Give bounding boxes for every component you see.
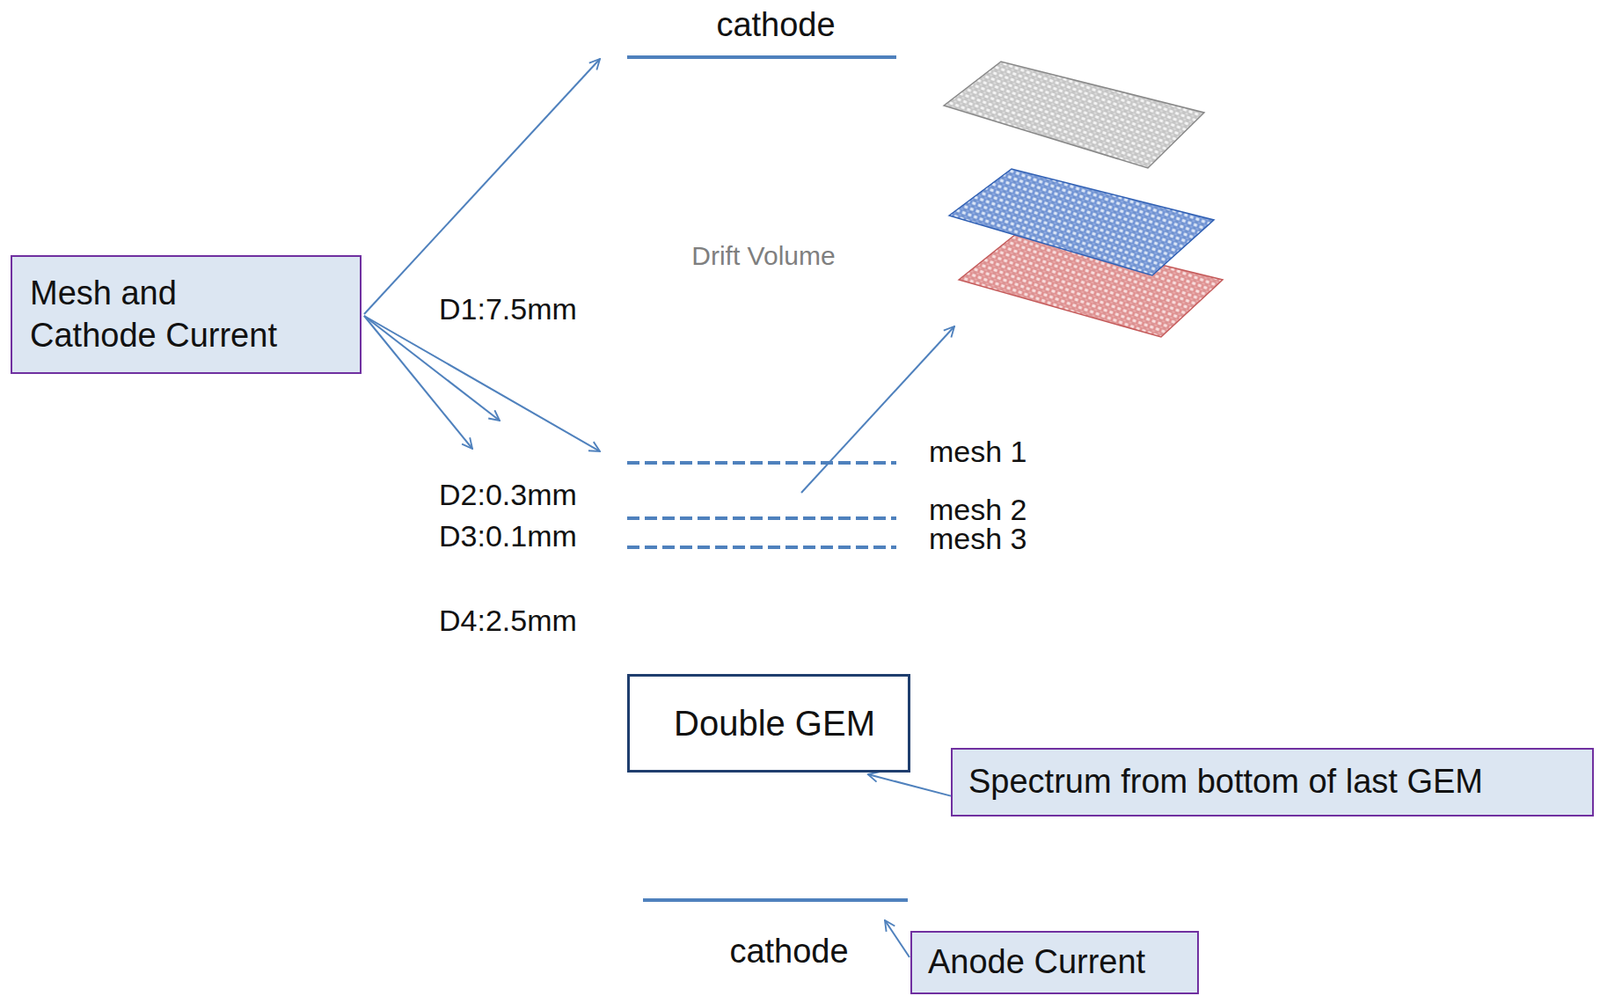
mesh-line (627, 460, 897, 465)
mesh-line (627, 545, 897, 549)
leader-arrow (884, 920, 910, 958)
cathode-plate (642, 898, 908, 902)
region-name: Drift Volume (691, 241, 835, 271)
part-name: cathode (729, 933, 848, 971)
box-text: Anode Current (927, 941, 1146, 984)
pointer-arrow (868, 774, 951, 797)
leader-arrow (364, 58, 600, 315)
detector-box: Double GEM (627, 673, 911, 773)
box-text: Double GEM (673, 701, 876, 746)
dimension: D1:7.5mm (438, 292, 578, 326)
box-text: Mesh and Cathode Current (29, 272, 299, 357)
leader-arrow (364, 315, 473, 449)
callout-box: Mesh and Cathode Current (10, 255, 362, 374)
leader-arrow (364, 315, 600, 452)
dimension: D2:0.3mm (438, 478, 578, 512)
callout-box: Spectrum from bottom of last GEM (950, 747, 1594, 817)
callout-box: Anode Current (910, 930, 1199, 994)
mesh-illustration (943, 61, 1205, 169)
mesh-line (627, 516, 897, 520)
dimension: D3:0.1mm (438, 519, 578, 553)
cathode-plate (627, 55, 897, 59)
leader-arrow (364, 315, 500, 421)
dimension: D4:2.5mm (438, 604, 578, 637)
part-name: mesh 2 (928, 493, 1028, 527)
mesh-illustration (949, 168, 1214, 276)
part-name: mesh 3 (928, 522, 1028, 556)
part-name: mesh 1 (928, 435, 1028, 468)
box-text: Spectrum from bottom of last GEM (968, 760, 1484, 804)
part-name: cathode (715, 7, 835, 44)
